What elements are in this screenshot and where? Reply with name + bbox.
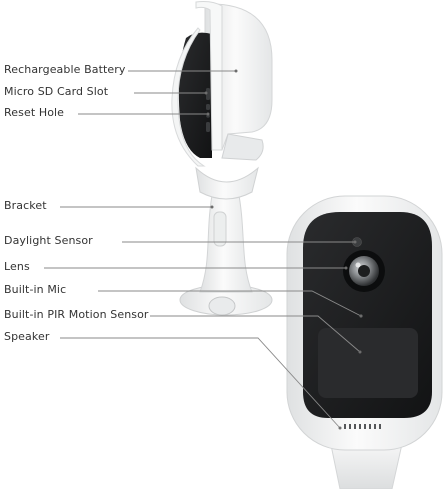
front-rim xyxy=(171,27,206,167)
pir-panel xyxy=(318,328,418,398)
battery-cover xyxy=(221,133,264,161)
label-reset-hole: Reset Hole xyxy=(4,106,65,119)
lens-glint xyxy=(355,262,361,268)
side-camera xyxy=(171,1,273,316)
label-rechargeable-battery: Rechargeable Battery xyxy=(4,63,126,76)
sd-slot-2 xyxy=(206,104,210,110)
speaker-grille xyxy=(344,424,381,429)
label-speaker: Speaker xyxy=(4,330,50,343)
label-builtin-pir-motion-sensor: Built-in PIR Motion Sensor xyxy=(4,308,149,321)
label-micro-sd-card-slot: Micro SD Card Slot xyxy=(4,85,109,98)
label-lens: Lens xyxy=(4,260,30,273)
side-face xyxy=(178,32,212,158)
ball-joint xyxy=(195,166,259,200)
bracket-clip xyxy=(213,211,227,247)
leader-pir xyxy=(150,315,361,353)
leader-speaker xyxy=(60,337,341,429)
bracket-arm xyxy=(195,1,223,151)
leader-lines xyxy=(44,70,362,429)
front-camera xyxy=(286,195,443,489)
label-daylight-sensor: Daylight Sensor xyxy=(4,234,93,247)
port xyxy=(206,122,210,132)
leader-mic xyxy=(98,290,362,317)
label-builtin-mic: Built-in Mic xyxy=(4,283,67,296)
lens-center xyxy=(358,265,370,277)
screw-knob xyxy=(208,296,236,316)
leader-dots xyxy=(204,69,363,430)
label-bracket: Bracket xyxy=(4,199,47,212)
sd-slot xyxy=(206,88,210,100)
